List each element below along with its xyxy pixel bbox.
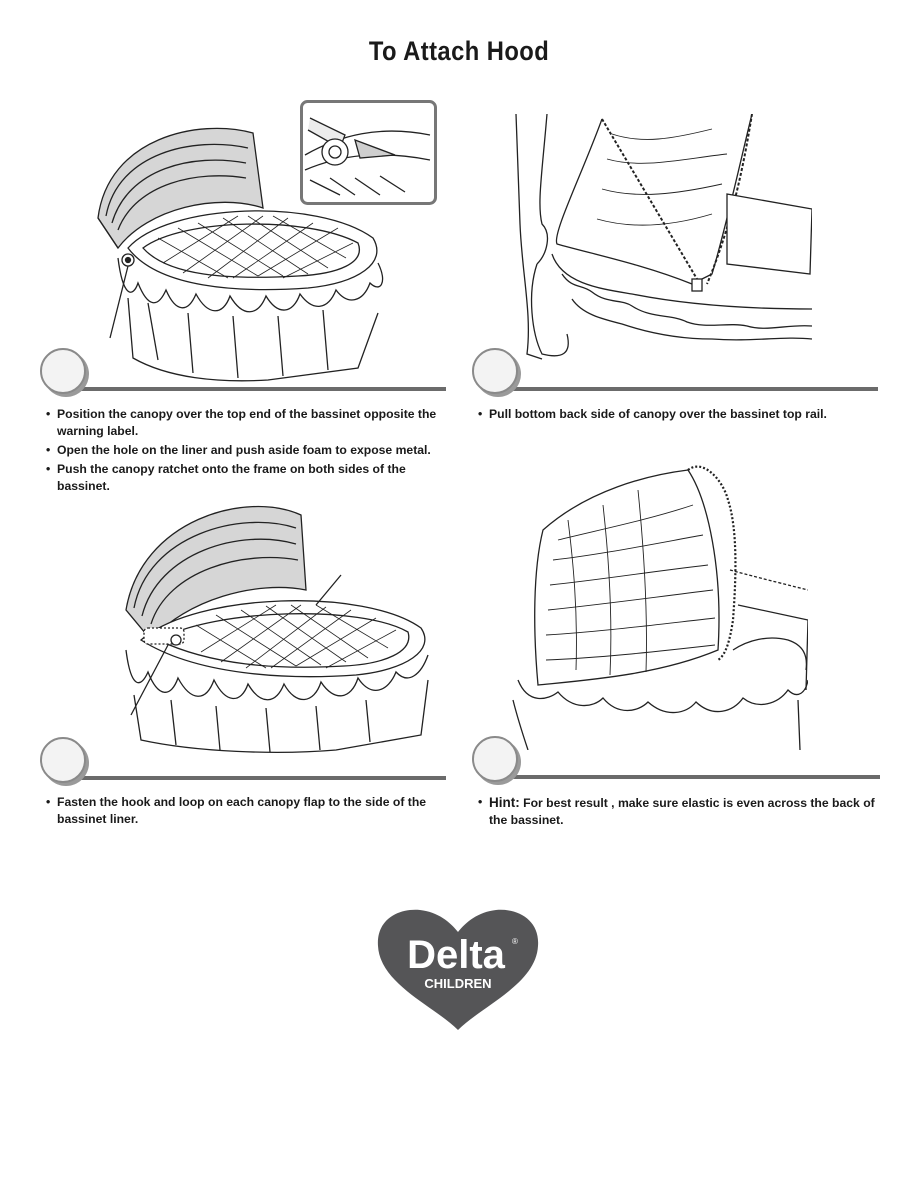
hint-item: Hint: For best result , make sure elasti… xyxy=(478,794,878,829)
instruction-item: Open the hole on the liner and push asid… xyxy=(46,442,446,459)
step-instructions: Fasten the hook and loop on each canopy … xyxy=(46,794,446,830)
step-number-badge xyxy=(472,736,518,782)
instruction-item: Fasten the hook and loop on each canopy … xyxy=(46,794,446,828)
step-instructions: Position the canopy over the top end of … xyxy=(46,406,446,497)
ratchet-detail-inset xyxy=(300,100,438,206)
logo-sub: CHILDREN xyxy=(424,976,491,991)
pull-canopy-illustration xyxy=(512,114,812,364)
hint-label: Hint: xyxy=(489,795,520,810)
delta-children-logo: Delta ® CHILDREN xyxy=(374,906,542,1032)
section-divider xyxy=(64,387,446,391)
fasten-flap-illustration xyxy=(116,480,446,755)
hint-instructions: Hint: For best result , make sure elasti… xyxy=(478,794,878,831)
page-title: To Attach Hood xyxy=(368,36,550,66)
logo-brand: Delta xyxy=(407,933,506,977)
step-instructions: Pull bottom back side of canopy over the… xyxy=(478,406,878,425)
logo-registered-mark: ® xyxy=(512,937,518,946)
instruction-item: Pull bottom back side of canopy over the… xyxy=(478,406,878,423)
instruction-item: Position the canopy over the top end of … xyxy=(46,406,446,440)
hint-text: For best result , make sure elastic is e… xyxy=(489,796,875,827)
section-divider xyxy=(64,776,446,780)
elastic-canopy-illustration xyxy=(508,460,808,750)
step-number-badge xyxy=(40,348,86,394)
step-number-badge xyxy=(472,348,518,394)
bassinet-canopy-illustration xyxy=(88,98,440,383)
section-divider xyxy=(496,775,880,779)
step-number-badge xyxy=(40,737,86,783)
instruction-item: Push the canopy ratchet onto the frame o… xyxy=(46,461,446,495)
section-divider xyxy=(496,387,878,391)
